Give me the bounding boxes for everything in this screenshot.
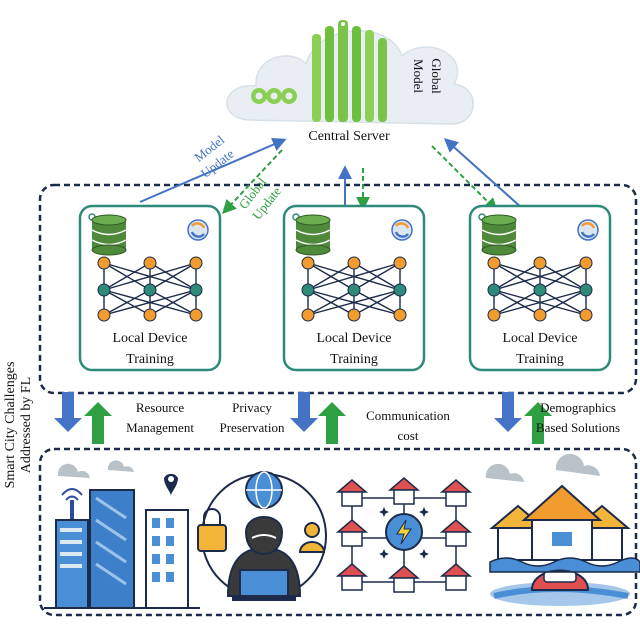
side-label-line1: Smart City Challenges <box>3 362 18 489</box>
central-server-label: Central Server <box>308 129 390 144</box>
side-label-line2: Addressed by FL <box>19 377 34 473</box>
house-node <box>335 563 369 591</box>
nn-node <box>579 308 593 322</box>
device-label-line2: Training <box>516 352 564 367</box>
devices-region <box>38 183 638 395</box>
sparkle-icon <box>419 549 429 559</box>
nn-node <box>189 308 203 322</box>
neural-network-icon <box>97 256 203 322</box>
challenges-region <box>38 447 638 617</box>
house-node <box>335 479 369 507</box>
arrows-layer <box>139 137 523 215</box>
nn-node <box>579 256 593 270</box>
nn-node <box>533 283 547 297</box>
challenge-1-line2: Management <box>126 420 194 435</box>
device-label-line2: Training <box>126 352 174 367</box>
nn-node <box>97 308 111 322</box>
nn-node <box>97 256 111 270</box>
nn-node <box>189 283 203 297</box>
challenge-2-line1: Privacy <box>232 400 272 415</box>
thick-arrows-layer <box>54 392 552 444</box>
gear-icon <box>251 88 297 104</box>
sparkle-icon <box>379 507 389 517</box>
device-label-line1: Local Device <box>112 331 187 346</box>
nn-node <box>487 256 501 270</box>
sparkle-icon <box>419 507 429 517</box>
global-update-arrow-1 <box>222 149 283 215</box>
nn-node <box>97 283 111 297</box>
nn-node <box>143 256 157 270</box>
device-label-line2: Training <box>330 352 378 367</box>
model-update-arrow-3 <box>443 138 523 209</box>
global-update-arrow-3 <box>431 145 498 212</box>
database-icon <box>295 214 331 256</box>
flood-houses-icon <box>485 453 640 606</box>
nn-node <box>393 308 407 322</box>
nn-node <box>301 308 315 322</box>
nn-node <box>533 256 547 270</box>
lightning-bolt-icon <box>385 513 423 551</box>
challenge-3-line1: Communication <box>366 408 450 423</box>
nn-node <box>579 283 593 297</box>
device-label-line1: Local Device <box>502 331 577 346</box>
down-arrow-1 <box>54 392 82 432</box>
house-node <box>439 563 473 591</box>
database-icon <box>91 214 127 256</box>
house-node <box>387 477 421 505</box>
sync-icon <box>391 219 413 241</box>
nn-node <box>347 308 361 322</box>
neural-network-icon <box>487 256 593 322</box>
nn-node <box>393 283 407 297</box>
model-update-arrow-1 <box>139 137 287 203</box>
nn-node <box>301 256 315 270</box>
house-node <box>439 479 473 507</box>
challenge-1-line1: Resource <box>136 400 185 415</box>
sparkle-icon <box>379 549 389 559</box>
nn-node <box>301 283 315 297</box>
power-grid-icon <box>335 477 473 593</box>
nn-node <box>189 256 203 270</box>
global-model-label-line1: Global <box>429 58 444 94</box>
house-node <box>439 519 473 547</box>
challenge-4-line1: Demographics <box>540 400 616 415</box>
challenge-3-line2: cost <box>398 428 419 443</box>
up-arrow-2 <box>318 402 346 444</box>
server-icon <box>312 20 387 122</box>
nn-node <box>143 283 157 297</box>
challenge-2-line2: Preservation <box>220 420 285 435</box>
city-buildings-icon <box>44 460 200 609</box>
database-icon <box>481 214 517 256</box>
up-arrow-3 <box>524 402 552 444</box>
nn-node <box>347 256 361 270</box>
up-arrow-1 <box>84 402 112 444</box>
nn-node <box>487 308 501 322</box>
sync-icon <box>577 219 599 241</box>
down-arrow-2 <box>290 392 318 432</box>
hacker-icon <box>197 471 327 601</box>
house-node <box>335 519 369 547</box>
nn-node <box>487 283 501 297</box>
global-model-label-line2: Model <box>411 59 426 93</box>
nn-node <box>143 308 157 322</box>
neural-network-icon <box>301 256 407 322</box>
down-arrow-3 <box>494 392 522 432</box>
nn-node <box>533 308 547 322</box>
device-label-line1: Local Device <box>316 331 391 346</box>
house-node <box>387 565 421 593</box>
nn-node <box>347 283 361 297</box>
sync-icon <box>187 219 209 241</box>
nn-node <box>393 256 407 270</box>
challenge-4-line2: Based Solutions <box>536 420 620 435</box>
